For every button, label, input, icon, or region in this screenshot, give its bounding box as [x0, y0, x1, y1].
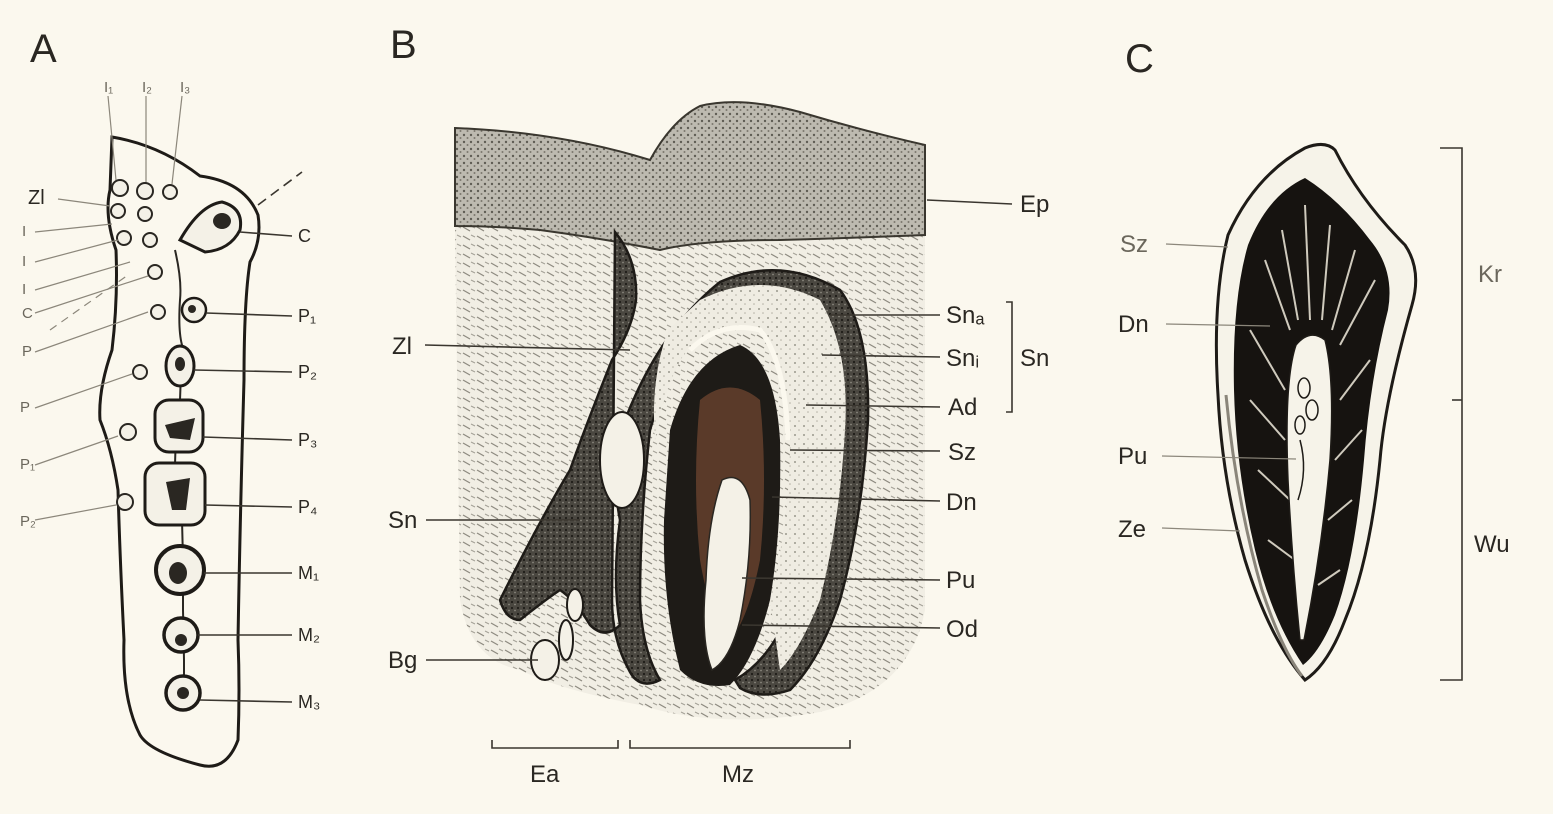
label-b-zl: Zl	[392, 333, 412, 360]
panel-c-letter: C	[1125, 37, 1154, 81]
label-a-l2: I	[22, 253, 26, 270]
label-c-wu: Wu	[1474, 531, 1510, 558]
panel-b-letter: B	[390, 23, 417, 67]
label-a-l8: P₂	[20, 513, 36, 530]
label-c-pu: Pu	[1118, 443, 1147, 470]
label-b-ep: Ep	[1020, 191, 1049, 218]
label-a-p2: P₂	[298, 362, 317, 382]
label-a-p3: P₃	[298, 430, 317, 450]
crown-root-bracket	[1440, 148, 1462, 680]
label-c-ze: Ze	[1118, 516, 1146, 543]
label-b-pu: Pu	[946, 567, 975, 594]
tooth-germ-buds	[111, 180, 177, 510]
label-b-sn-group: Sn	[1020, 345, 1049, 372]
label-b-sn: Sn	[388, 507, 417, 534]
label-a-i3: I₃	[180, 79, 190, 96]
dashed-line-right	[258, 172, 302, 205]
epithelium	[455, 102, 925, 250]
label-b-od: Od	[946, 616, 978, 643]
label-c-sz: Sz	[1120, 231, 1148, 258]
label-a-p1: P₁	[298, 306, 316, 326]
permanent-germs	[145, 298, 206, 710]
label-a-c: C	[298, 226, 311, 246]
successor-bud	[600, 412, 644, 508]
label-b-sna: Snₐ	[946, 302, 985, 329]
label-c-dn: Dn	[1118, 311, 1149, 338]
label-a-l1: I	[22, 223, 26, 240]
panel-b: B Ep Zl Sn	[388, 23, 1049, 788]
label-b-dn: Dn	[946, 489, 977, 516]
panel-c: C Sz Dn Pu	[1118, 37, 1510, 680]
label-a-l5: P	[22, 343, 32, 360]
label-a-i2: I₂	[142, 79, 152, 96]
label-b-sz: Sz	[948, 439, 976, 466]
canine-core	[213, 213, 231, 229]
label-a-m2: M₂	[298, 625, 320, 645]
panel-a: A	[20, 27, 320, 766]
label-a-l3: I	[22, 281, 26, 298]
label-a-m3: M₃	[298, 692, 320, 712]
label-b-bg: Bg	[388, 647, 417, 674]
label-a-i1: I₁	[104, 79, 113, 96]
label-b-mz: Mz	[722, 761, 754, 788]
label-b-ad: Ad	[948, 394, 977, 421]
canine-germ	[180, 202, 241, 252]
panel-a-letter: A	[30, 27, 57, 71]
label-a-l6: P	[20, 399, 30, 416]
label-c-kr: Kr	[1478, 261, 1502, 288]
label-a-m1: M₁	[298, 563, 319, 583]
label-b-sni: Snᵢ	[946, 345, 979, 372]
label-a-l7: P₁	[20, 456, 35, 473]
label-a-zl: Zl	[28, 187, 45, 209]
label-a-l4: C	[22, 305, 33, 322]
label-b-ea: Ea	[530, 761, 560, 788]
label-a-p4: P₄	[298, 497, 317, 517]
